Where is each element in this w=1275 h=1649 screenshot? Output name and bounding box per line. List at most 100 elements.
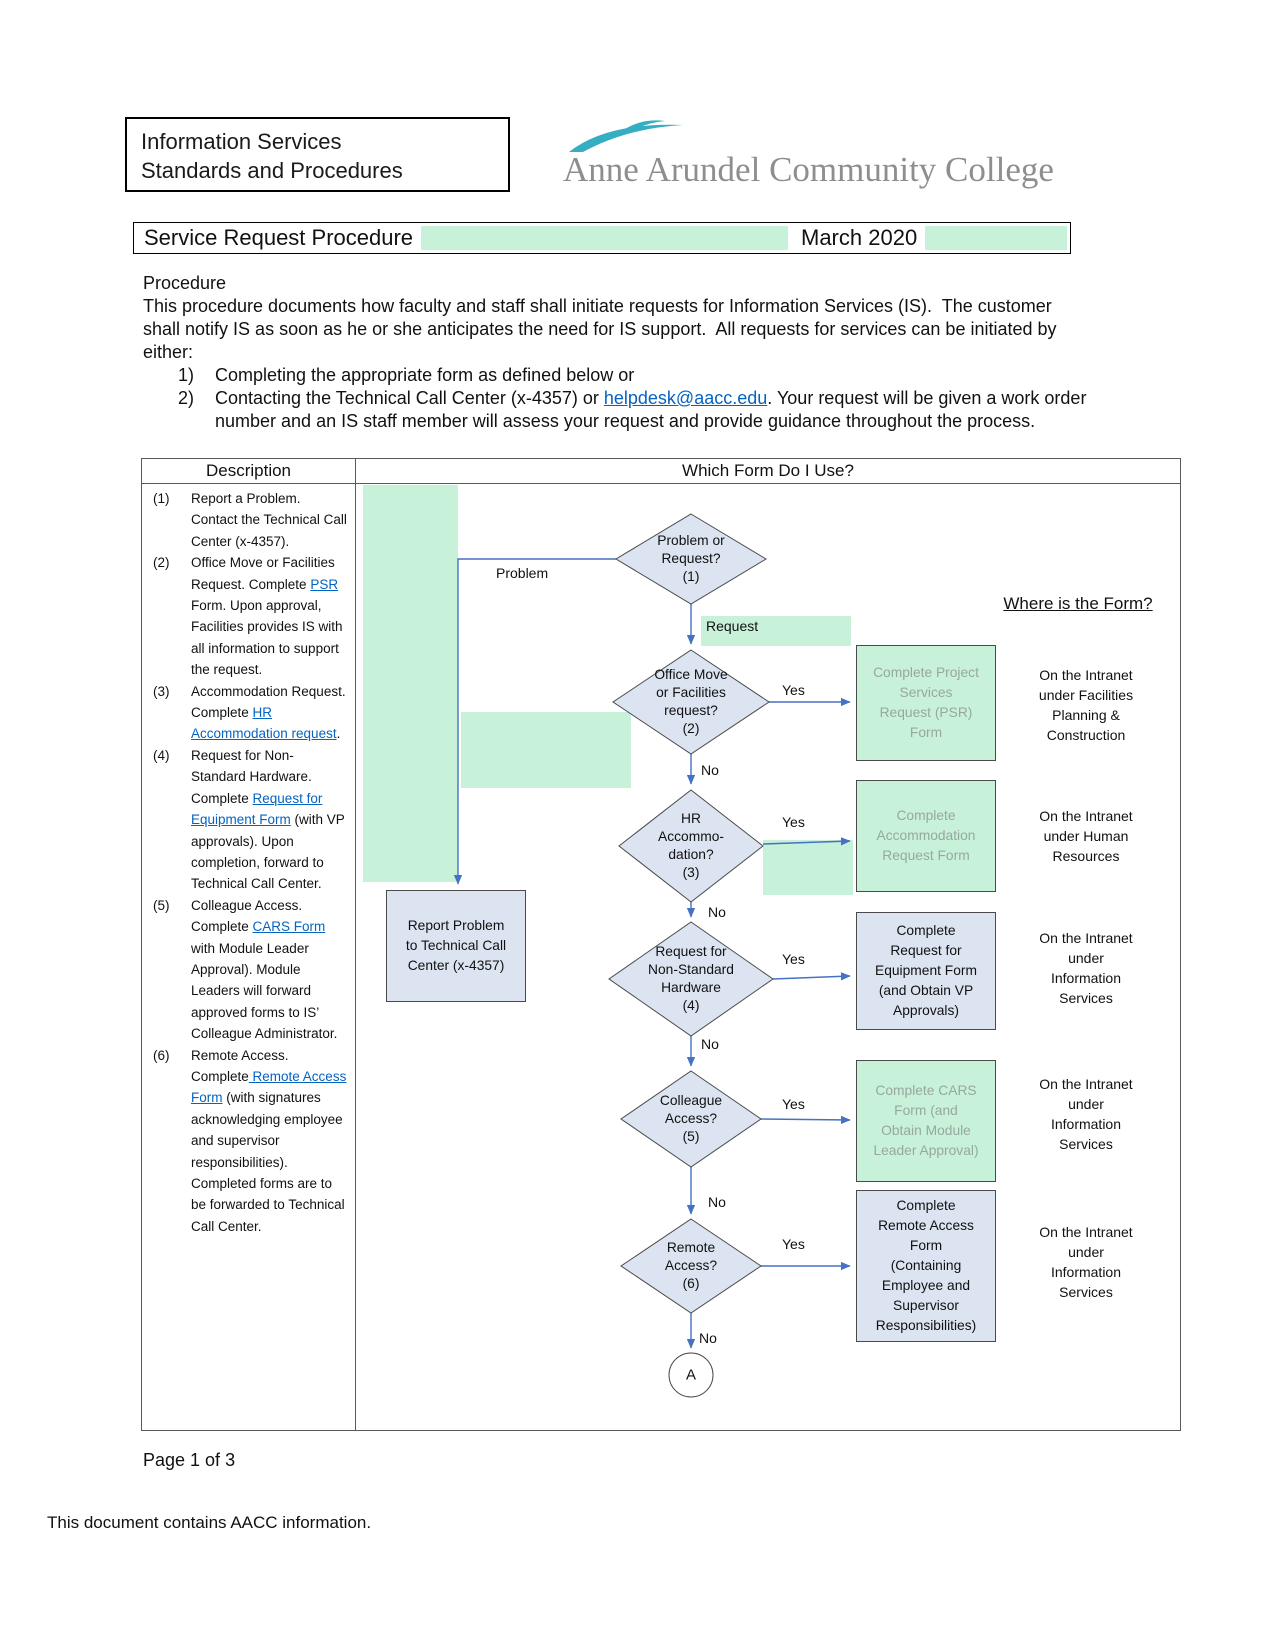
description-item-number: (6): [153, 1047, 170, 1063]
decision-diamond-2: [612, 649, 770, 755]
college-logo: Anne Arundel Community College: [563, 116, 1073, 196]
description-text: Request for Non-Standard Hardware. Compl…: [191, 747, 312, 806]
decision-remote-access: Remote Access? (6): [664, 1240, 718, 1291]
yes-label: Yes: [782, 1096, 805, 1112]
intro-list-item-2: 2) Contacting the Technical Call Center (…: [143, 387, 1088, 433]
header-box-line1: Information Services: [141, 129, 342, 154]
column-header-which-form: Which Form Do I Use?: [682, 461, 854, 480]
description-item-number: (5): [153, 897, 170, 913]
where-is-form-heading: Where is the Form?: [1003, 594, 1153, 613]
description-item-number: (3): [153, 683, 170, 699]
branch-label-request: Request: [706, 618, 759, 634]
description-link[interactable]: Remote Access Form: [191, 1068, 347, 1106]
description-link[interactable]: Request for Equipment Form: [191, 790, 323, 828]
note-accommodation-location: On the Intranet under Human Resources: [1039, 808, 1133, 864]
procedure-paragraph: This procedure documents how faculty and…: [143, 296, 1062, 362]
page-number: Page 1 of 3: [143, 1450, 236, 1470]
document-date: March 2020: [801, 225, 918, 250]
highlight-mark: [701, 616, 851, 646]
college-logo-text: Anne Arundel Community College: [563, 150, 1054, 189]
list-number: 2): [178, 388, 195, 408]
highlight-mark: [461, 712, 631, 788]
highlight-mark: [763, 840, 853, 895]
table-body: (1)Report a Problem. Contact the Technic…: [142, 484, 1180, 1430]
flowchart-column: Where is the Form? Problem Request Yes Y…: [356, 484, 1180, 1430]
connector-d5-cars: [760, 1115, 851, 1125]
description-item: (1)Report a Problem. Contact the Technic…: [153, 488, 348, 552]
yes-label: Yes: [782, 1236, 805, 1252]
procedure-intro: Procedure This procedure documents how f…: [143, 272, 1088, 433]
description-item: (5)Colleague Access. Complete CARS Form …: [153, 895, 348, 1045]
no-label: No: [708, 904, 726, 920]
equipment-form-box: Complete Request for Equipment Form (and…: [856, 912, 996, 1030]
decision-problem-or-request: Problem or Request? (1): [657, 533, 725, 584]
description-item: (6)Remote Access. Complete Remote Access…: [153, 1045, 348, 1238]
list-text: Contacting the Technical Call Center (x-…: [215, 388, 604, 408]
note-cars-location: On the Intranet under Information Servic…: [1039, 1076, 1133, 1152]
yes-label: Yes: [782, 682, 805, 698]
flowchart: Where is the Form? Problem Request Yes Y…: [356, 484, 1180, 1430]
list-text: . Your request will be given a work orde…: [215, 388, 1087, 431]
decision-office-move: Office Move or Facilities request? (2): [654, 667, 728, 736]
description-text: Office Move or Facilities Request. Compl…: [191, 555, 335, 592]
cars-form-box: Complete CARS Form (and Obtain Module Le…: [856, 1060, 996, 1182]
table-header-row: Description Which Form Do I Use?: [142, 459, 1180, 484]
note-psr-location: On the Intranet under Facilities Plannin…: [1038, 667, 1134, 743]
list-text: Completing the appropriate form as defin…: [215, 365, 635, 385]
connector-d4-equipment: [772, 972, 851, 981]
confidentiality-note: This document contains AACC information.: [47, 1513, 372, 1532]
description-text: Form. Upon approval, Facilities provides…: [191, 598, 343, 678]
bird-swoosh-icon: [569, 120, 683, 152]
description-list: (1)Report a Problem. Contact the Technic…: [142, 484, 356, 1430]
procedure-table: Description Which Form Do I Use? (1)Repo…: [141, 458, 1181, 1431]
accommodation-form-box: Complete Accommodation Request Form: [856, 780, 996, 892]
decision-diamond-6: [620, 1218, 762, 1314]
yes-label: Yes: [782, 814, 805, 830]
description-item-number: (2): [153, 555, 170, 571]
description-item: (2) Office Move or Facilities Request. Co…: [153, 552, 348, 680]
description-text: (with signatures acknowledging employee …: [191, 1090, 345, 1234]
title-highlight: [421, 226, 788, 250]
description-link[interactable]: HR Accommodation request: [191, 705, 337, 742]
no-label: No: [699, 1330, 717, 1346]
description-text: Report a Problem. Contact the Technical …: [191, 491, 347, 549]
remote-access-form-box: Complete Remote Access Form (Containing …: [856, 1190, 996, 1342]
branch-label-problem: Problem: [496, 565, 549, 581]
connector-d3-accommodation: [762, 837, 851, 846]
description-link[interactable]: CARS Form: [252, 919, 326, 935]
description-text: Accommodation Request. Complete: [191, 683, 346, 721]
procedure-heading: Procedure: [143, 273, 227, 293]
header-box: Information Services Standards and Proce…: [125, 117, 510, 192]
no-label: No: [708, 1194, 726, 1210]
header-box-line2: Standards and Procedures: [141, 158, 403, 183]
note-remote-location: On the Intranet under Information Servic…: [1039, 1224, 1133, 1300]
title-bar: Service Request Procedure March 2020: [133, 222, 1071, 254]
decision-diamond-5: [620, 1070, 762, 1168]
description-text: (with VP approvals). Upon completion, fo…: [191, 812, 345, 892]
date-highlight: [925, 226, 1067, 250]
highlight-mark: [363, 485, 458, 882]
title-bar-right: March 2020: [791, 223, 1070, 253]
no-label: No: [701, 762, 719, 778]
intro-list-item-1: 1)Completing the appropriate form as def…: [143, 364, 1088, 387]
terminator-label: A: [685, 1366, 697, 1384]
helpdesk-email-link[interactable]: helpdesk@aacc.edu: [603, 388, 768, 408]
title-bar-left: Service Request Procedure: [134, 223, 791, 253]
description-item: (3) Accommodation Request. Complete HR Ac…: [153, 681, 348, 745]
no-label: No: [701, 1036, 719, 1052]
psr-form-box: Complete Project Services Request (PSR) …: [856, 645, 996, 761]
flowchart-canvas: [453, 513, 851, 1398]
connector-problem-branch: [453, 558, 616, 885]
decision-diamond-1: [615, 513, 767, 605]
decision-nonstandard-hardware: Request for Non-Standard Hardware (4): [648, 944, 734, 1013]
page-title: Service Request Procedure: [144, 225, 414, 250]
decision-diamond-3: [618, 789, 764, 903]
decision-colleague-access: Colleague Access? (5): [659, 1093, 723, 1144]
description-text: .: [336, 726, 341, 742]
description-link[interactable]: PSR: [310, 576, 339, 592]
description-item: (4)Request for Non-Standard Hardware. Co…: [153, 745, 348, 895]
description-text: Colleague Access. Complete: [191, 897, 303, 935]
note-equipment-location: On the Intranet under Information Servic…: [1039, 930, 1133, 1006]
terminator-circle: [668, 1352, 714, 1398]
